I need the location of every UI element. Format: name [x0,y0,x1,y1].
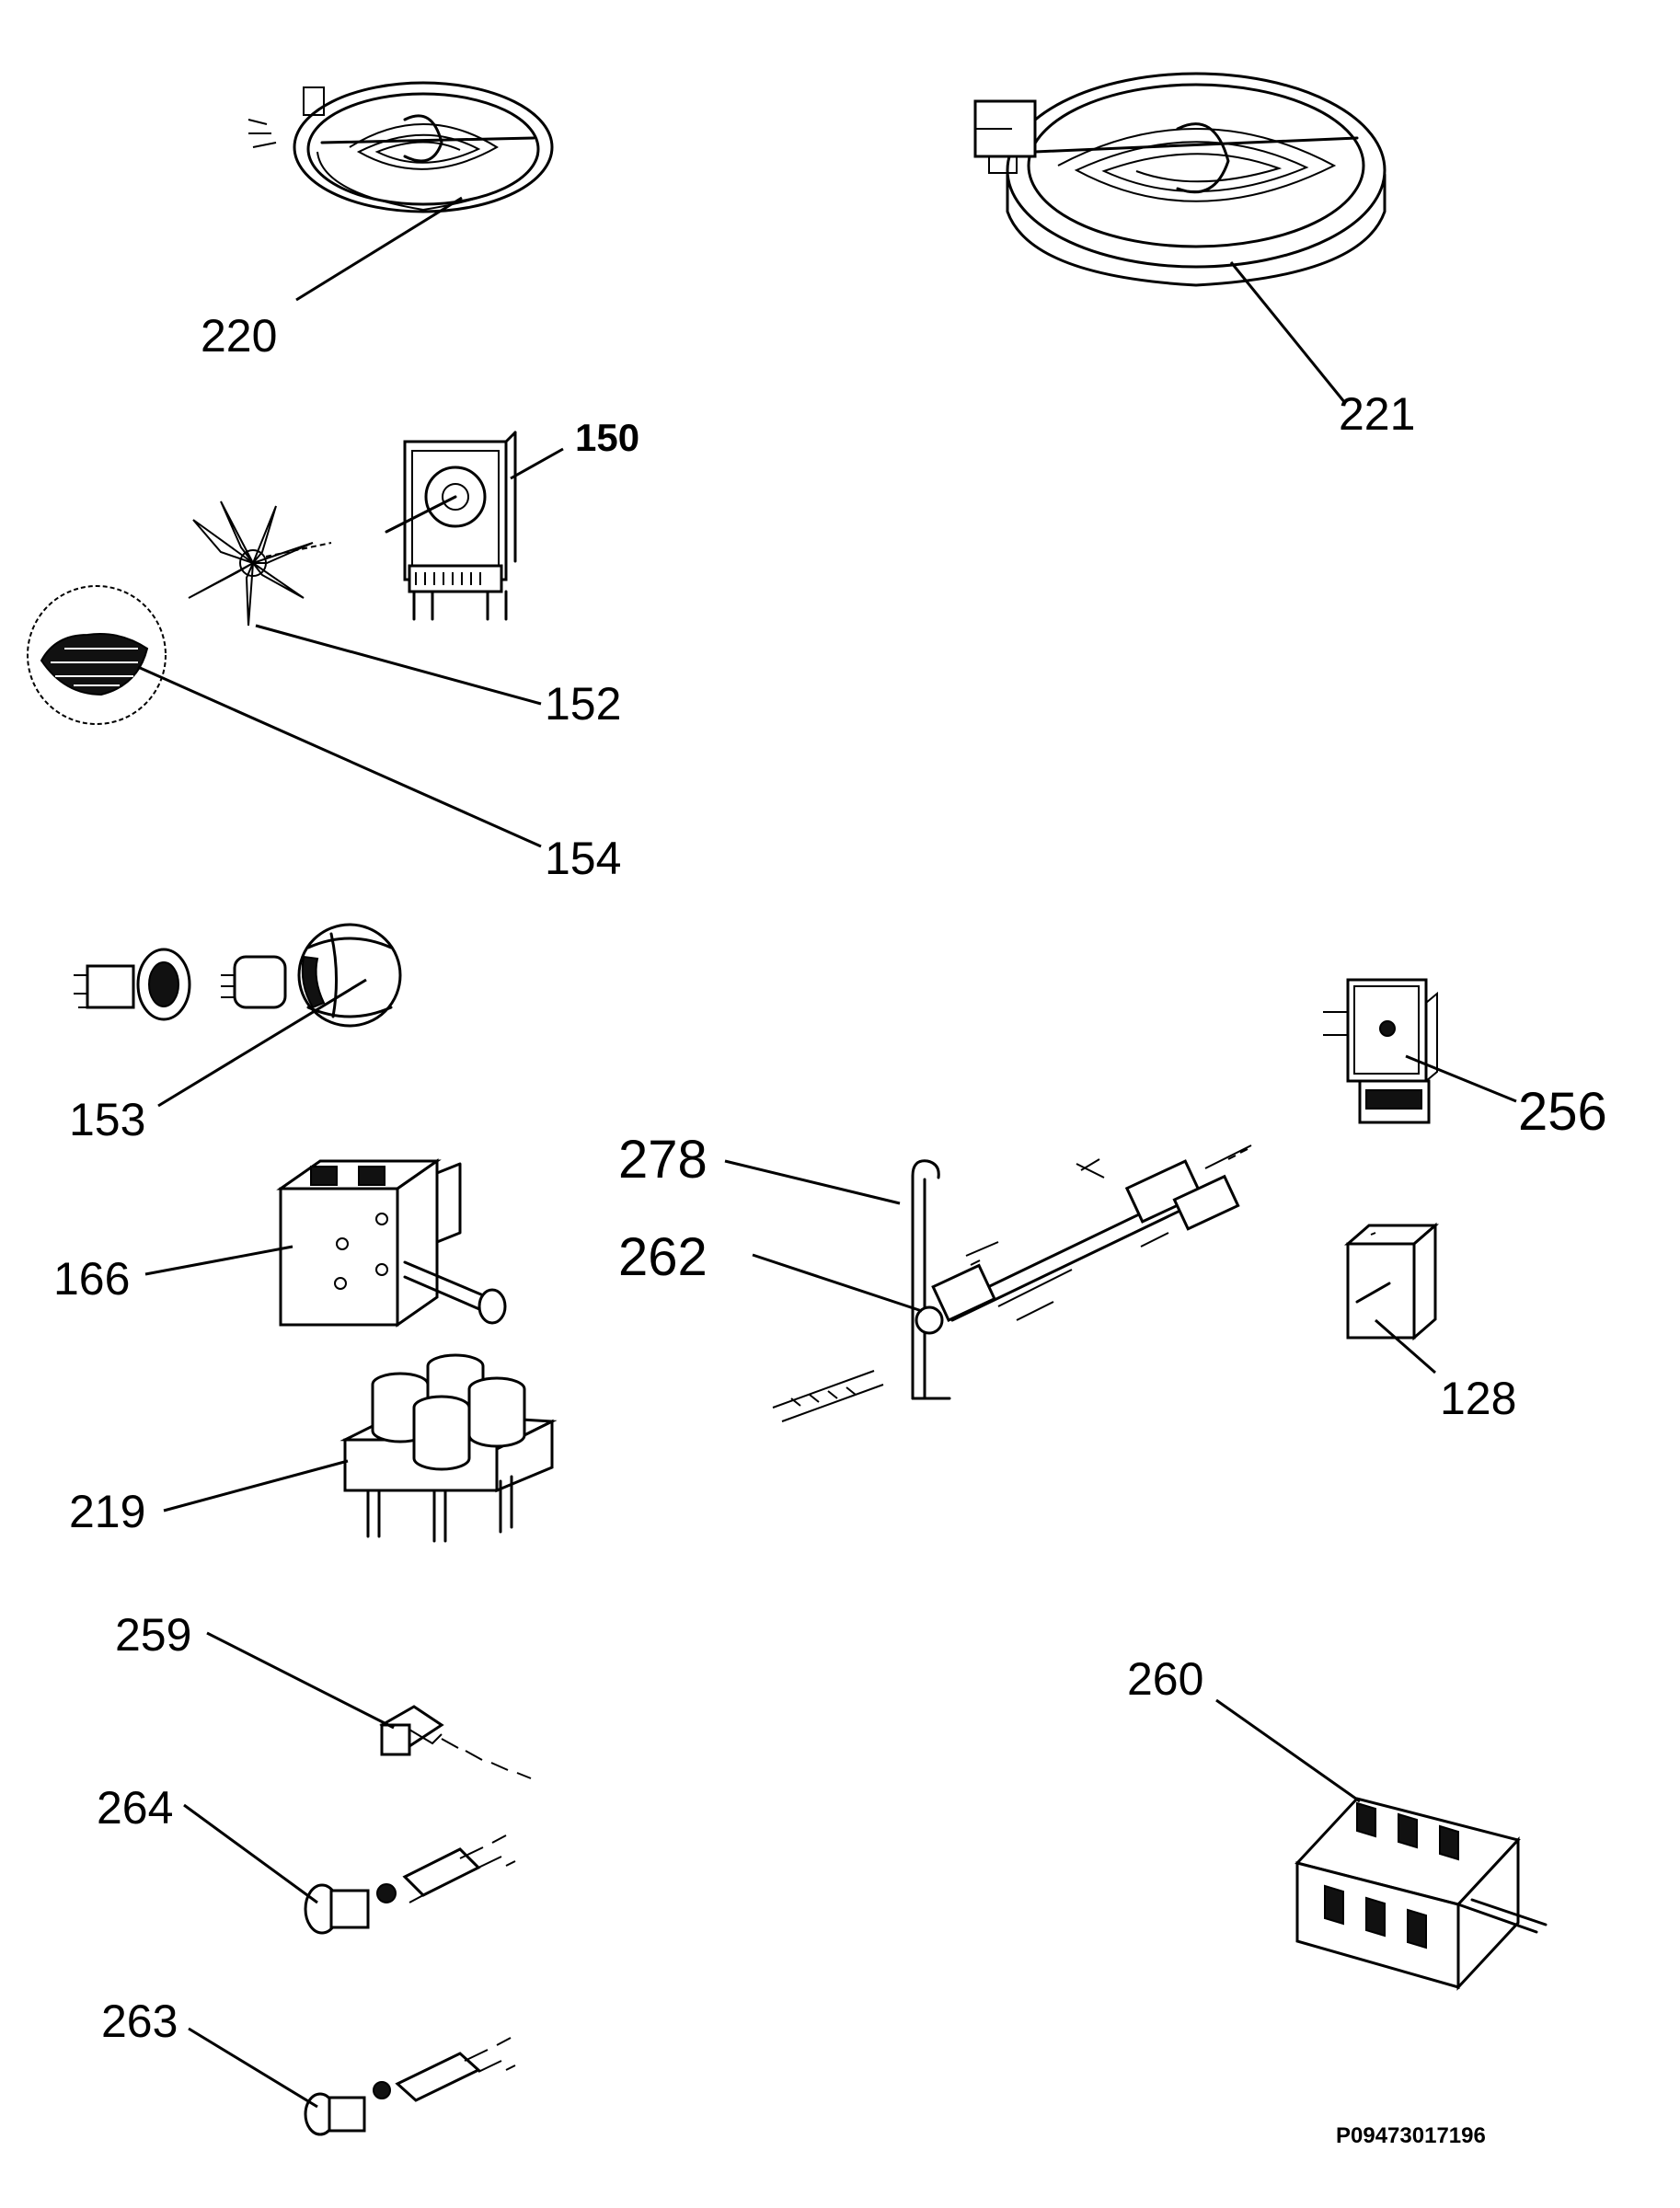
part-256-switch [1323,978,1438,1124]
label-150: 150 [575,416,640,459]
part-153-lamp-assembly [74,923,402,1028]
leader-263 [188,2027,318,2109]
label-152: 152 [545,678,622,730]
part-166-junction-box [276,1158,507,1328]
leader-264 [183,1803,318,1904]
leader-256 [1405,1054,1517,1103]
part-278-262-gas-manifold [772,1144,1252,1422]
label-153: 153 [69,1094,146,1145]
leader-262 [752,1253,923,1313]
leader-128 [1375,1318,1436,1374]
label-220: 220 [201,310,278,362]
label-262: 262 [618,1227,708,1287]
part-260-function-selector [1295,1797,1548,1991]
part-221-large-hotplate [973,72,1387,287]
label-166: 166 [53,1253,131,1305]
label-264: 264 [97,1782,174,1834]
label-263: 263 [101,1995,178,2047]
label-154: 154 [545,833,622,884]
label-260: 260 [1127,1653,1204,1705]
part-154-mesh-filter [27,585,167,725]
leader-220 [295,196,463,302]
part-150-fan-motor [385,431,517,621]
reference-code: P09473017196 [1336,2123,1486,2148]
part-263-tap [304,2037,516,2136]
label-259: 259 [115,1609,192,1661]
part-264-tap [304,1834,516,1935]
leader-154 [137,665,542,848]
part-219-relay-block [339,1353,558,1543]
leader-153 [157,978,367,1108]
leader-278 [724,1159,901,1205]
label-219: 219 [69,1486,146,1537]
label-128: 128 [1440,1373,1517,1424]
leader-150 [510,447,564,480]
part-259-switch [379,1705,532,1779]
leader-221 [1229,261,1347,404]
part-220-small-hotplate [247,81,554,213]
leader-260 [1215,1698,1361,1803]
leader-166 [144,1245,293,1276]
leader-259 [206,1631,395,1730]
leader-219 [163,1459,349,1512]
part-152-fan-blade [188,500,332,627]
label-278: 278 [618,1130,708,1190]
label-221: 221 [1339,388,1416,440]
label-256: 256 [1518,1082,1607,1142]
part-128-regulator [1343,1222,1440,1341]
leader-152 [255,624,542,706]
